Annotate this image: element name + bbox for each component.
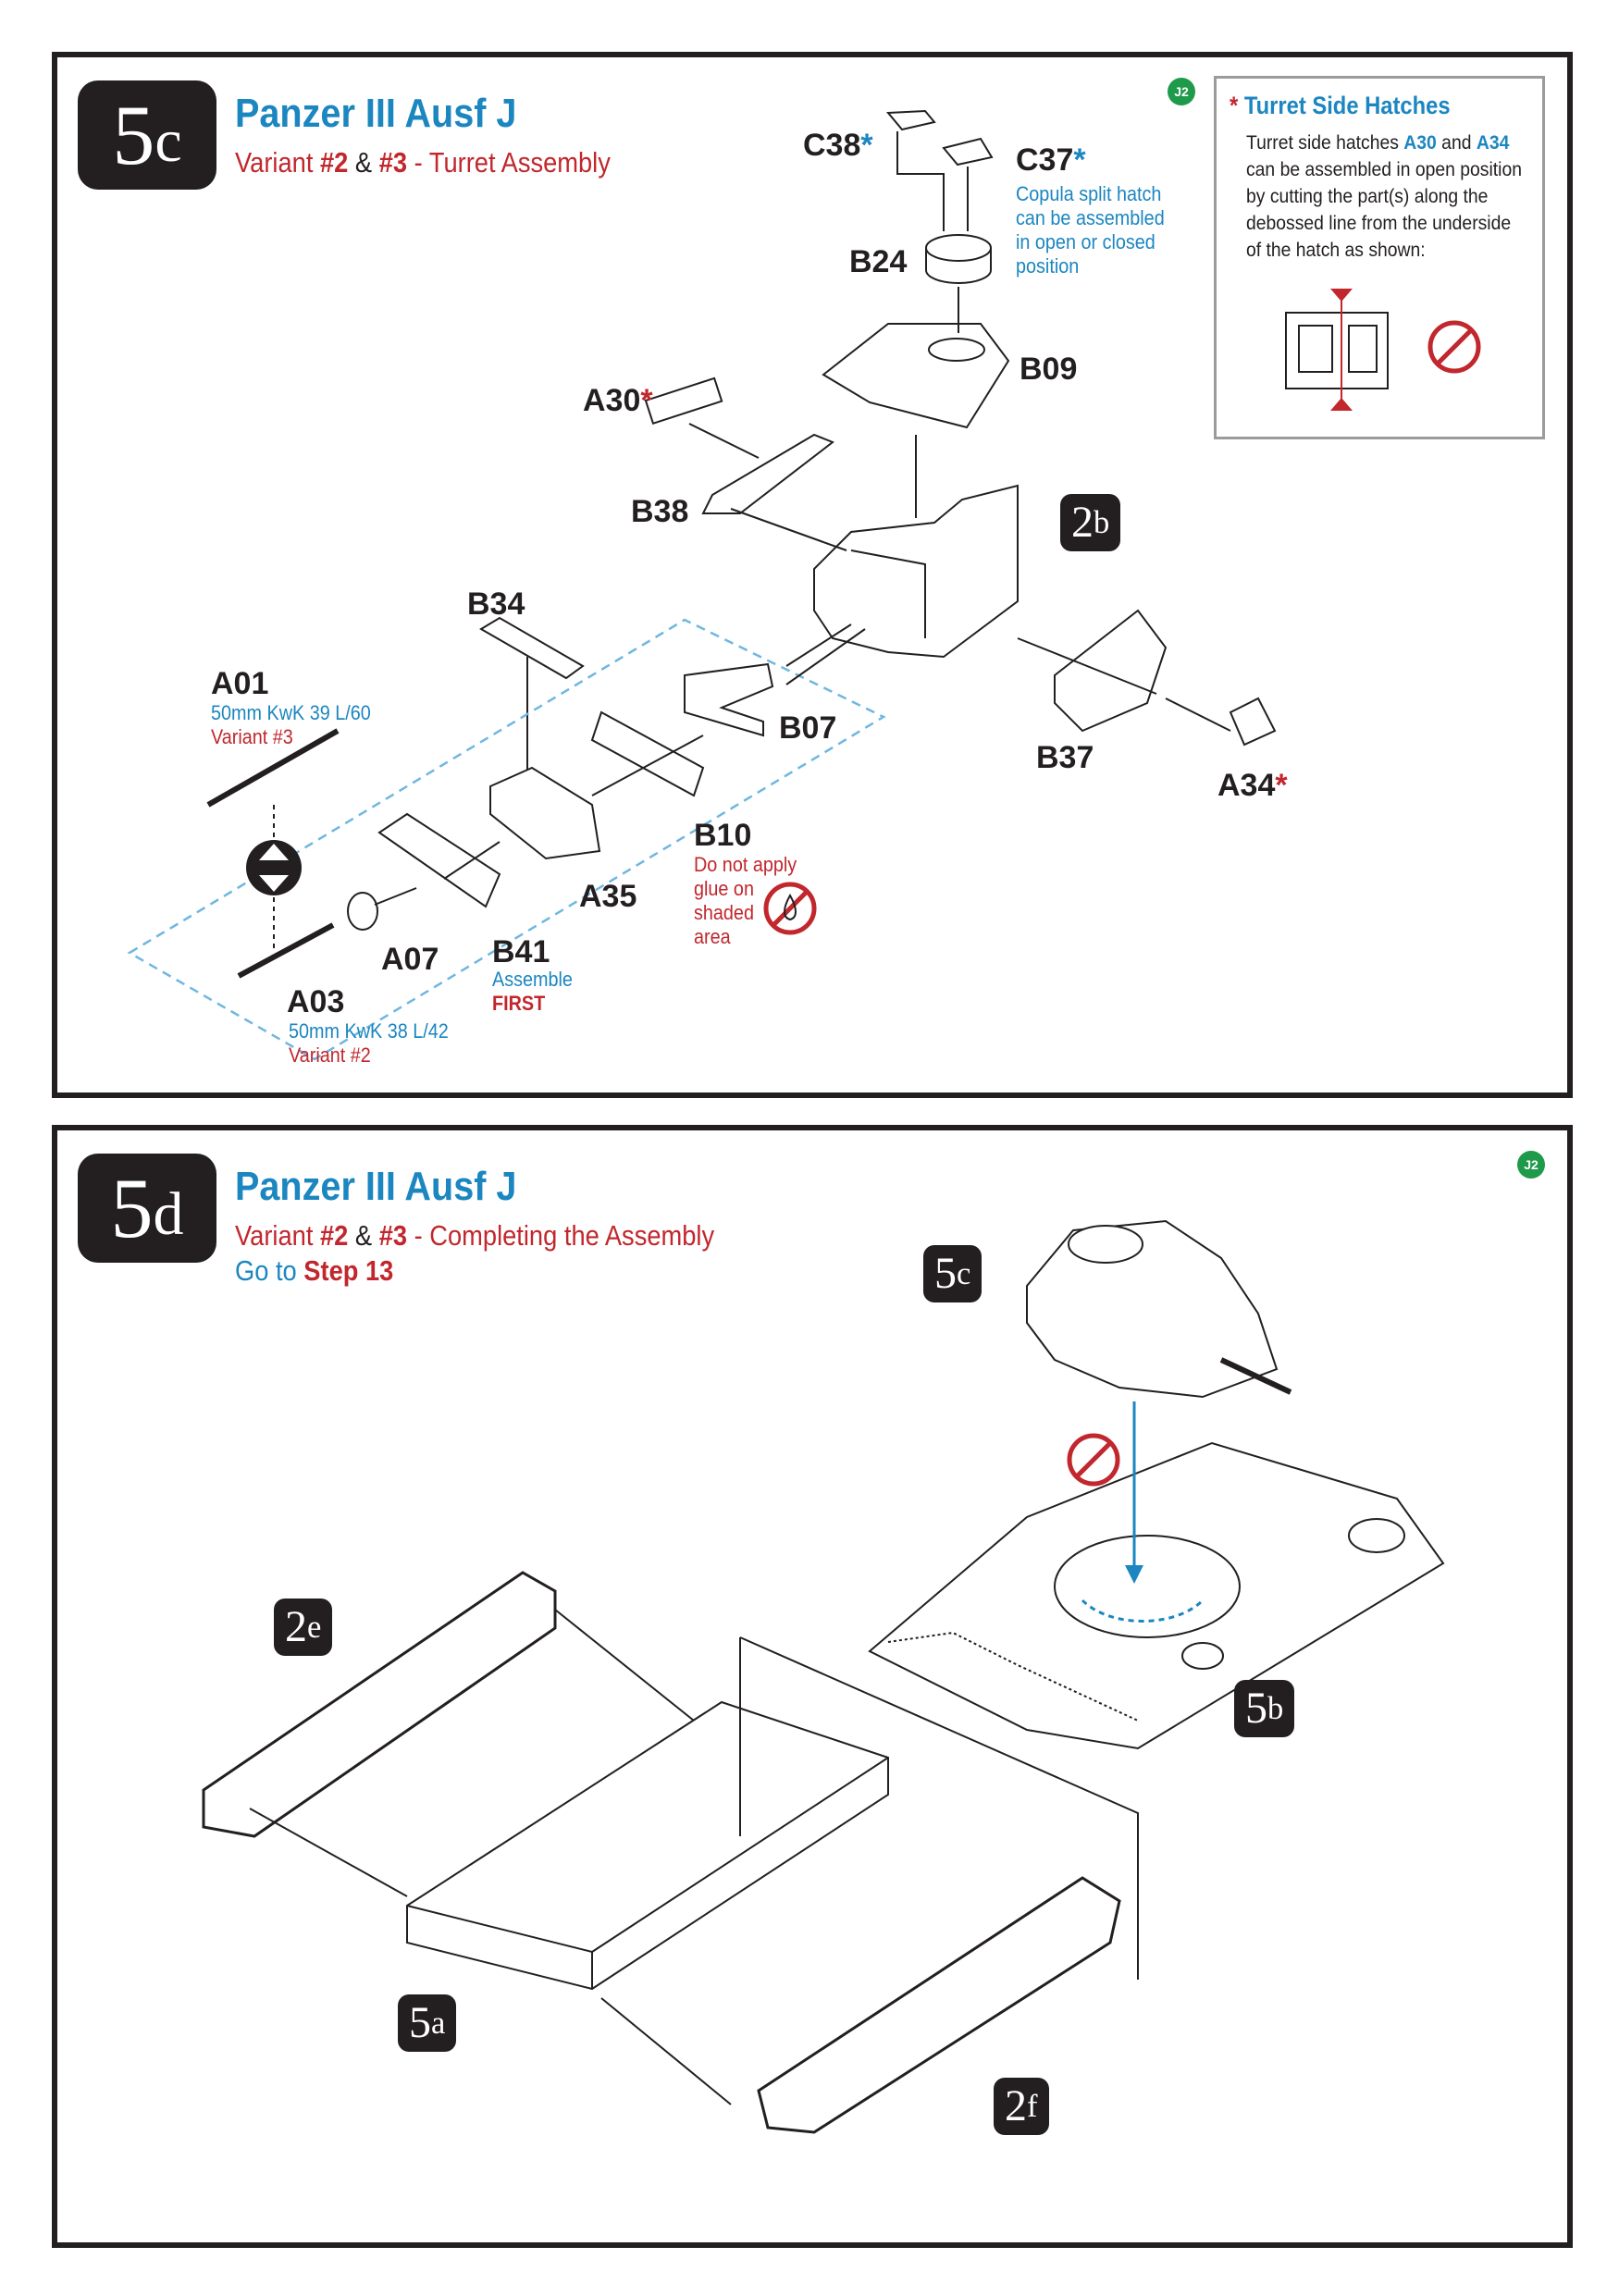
- no-glue-icon: [763, 882, 817, 935]
- label-b09: B09: [1020, 352, 1078, 387]
- part-a07-drawing: [347, 892, 378, 931]
- no-paint-icon: [1427, 320, 1481, 374]
- note-a03-variant: Variant #2: [289, 1043, 371, 1067]
- part-b38-drawing: [701, 433, 834, 514]
- part-b34-drawing: [479, 616, 585, 680]
- part-b41-drawing: [377, 812, 501, 908]
- label-b24: B24: [849, 244, 908, 279]
- label-c37: C37*: [1016, 142, 1086, 178]
- turret-body-drawing: [813, 484, 1019, 659]
- label-b38: B38: [631, 494, 689, 529]
- note-a03-gun: 50mm KwK 38 L/42: [289, 1019, 449, 1043]
- part-b07-drawing: [684, 662, 774, 737]
- part-c38-drawing: [885, 109, 936, 131]
- infobox-title: * Turret Side Hatches: [1230, 92, 1451, 119]
- part-a03-drawing: [237, 922, 335, 979]
- sub-assembly-outline: [127, 618, 886, 1061]
- step-5c-subtitle: Variant #2 & #3 - Turret Assembly: [235, 146, 611, 179]
- label-a01: A01: [211, 666, 269, 701]
- hatch-cut-drawing: [1285, 289, 1389, 411]
- part-a30-drawing: [644, 376, 723, 425]
- turret-drawing: [1026, 1219, 1279, 1399]
- part-b10-drawing: [590, 710, 705, 797]
- step-5d-title: Panzer III Ausf J: [235, 1164, 517, 1209]
- right-track-drawing: [757, 1876, 1121, 2134]
- part-a34-drawing: [1229, 697, 1277, 747]
- label-b41: B41: [492, 934, 550, 969]
- lower-hull-drawing: [406, 1700, 889, 1991]
- j2-sprue-badge: J2: [1168, 78, 1195, 105]
- left-track-drawing: [202, 1571, 557, 1838]
- part-c37-drawing: [942, 137, 994, 167]
- label-b10: B10: [694, 818, 752, 853]
- label-a03: A03: [287, 984, 345, 1019]
- label-b07: B07: [779, 710, 837, 746]
- step-5c-title: Panzer III Ausf J: [235, 91, 517, 136]
- label-a30: A30*: [583, 383, 653, 418]
- part-a01-drawing: [206, 728, 340, 808]
- label-c38: C38*: [803, 128, 873, 163]
- label-a07: A07: [381, 942, 439, 977]
- step-5d-goto: Go to Step 13: [235, 1254, 394, 1287]
- variant-swap-icon: [246, 840, 302, 895]
- note-a01-variant: Variant #3: [211, 725, 293, 748]
- note-b41-assemble: Assemble: [492, 968, 573, 991]
- part-b37-drawing: [1054, 609, 1168, 733]
- label-b34: B34: [467, 586, 525, 622]
- no-glue-icon: [1067, 1433, 1120, 1487]
- part-a35-drawing: [489, 766, 601, 860]
- label-b37: B37: [1036, 740, 1094, 775]
- part-b09-drawing: [822, 323, 1010, 429]
- note-a01-gun: 50mm KwK 39 L/60: [211, 701, 371, 724]
- j2-sprue-badge: J2: [1517, 1151, 1545, 1179]
- label-a35: A35: [579, 879, 637, 914]
- note-b41-first: FIRST: [492, 992, 546, 1015]
- label-a34: A34*: [1217, 768, 1288, 803]
- infobox-text: Turret side hatches A30 and A34 can be a…: [1246, 131, 1522, 261]
- rotation-arrow: [1081, 1599, 1205, 1623]
- step-5d-subtitle: Variant #2 & #3 - Completing the Assembl…: [235, 1219, 715, 1252]
